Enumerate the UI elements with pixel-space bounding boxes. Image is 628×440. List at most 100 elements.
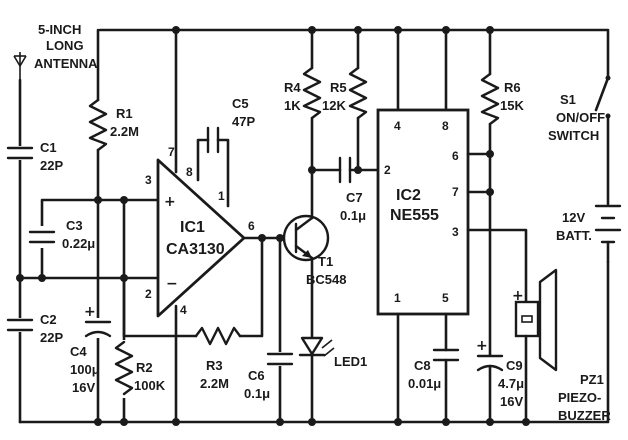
capacitor-c1: C1 22P — [6, 140, 63, 173]
c3-value: 0.22μ — [62, 236, 95, 251]
ic1-opamp: + − IC1 CA3130 3 2 7 8 1 4 6 — [145, 145, 255, 318]
top-positive-rail — [98, 28, 610, 80]
antenna-label-line2: LONG — [46, 38, 84, 53]
r5-ref: R5 — [330, 80, 347, 95]
c1-value: 22P — [40, 158, 63, 173]
r2-ref: R2 — [136, 360, 153, 375]
resistor-r3 — [194, 326, 242, 346]
r3-value: 2.2M — [200, 376, 229, 391]
resistor-r2 — [114, 340, 134, 396]
ic1-pin4: 4 — [180, 303, 187, 317]
wire-c5-left — [196, 138, 210, 182]
c7-ref: C7 — [346, 190, 363, 205]
resistor-r4 — [302, 66, 322, 120]
ic1-pin7: 7 — [168, 145, 175, 159]
capacitor-c3: C3 0.22μ — [28, 218, 95, 251]
resistor-r5 — [348, 66, 368, 120]
ic2-pin5: 5 — [442, 291, 449, 305]
r2-value: 100K — [134, 378, 166, 393]
pz1-ref: PZ1 — [580, 372, 604, 387]
r4-ref: R4 — [284, 80, 301, 95]
battery-voltage: 12V — [562, 210, 585, 225]
svg-text:+: + — [84, 304, 96, 320]
switch-s1: S1 ON/OFF SWITCH — [548, 75, 611, 206]
antenna-label-line1: 5-INCH — [38, 22, 81, 37]
ic1-ref: IC1 — [180, 219, 205, 236]
r4-value: 1K — [284, 98, 301, 113]
c4-rating: 16V — [72, 380, 95, 395]
ic1-pin1: 1 — [218, 189, 225, 203]
ic1-pin2: 2 — [145, 287, 152, 301]
c5-ref: C5 — [232, 96, 249, 111]
capacitor-c9: + C9 4.7μ 16V — [476, 338, 524, 409]
c8-value: 0.01μ — [408, 376, 441, 391]
ic1-minus-sign: − — [166, 276, 178, 292]
wire-c3-top — [40, 198, 100, 228]
ic1-pin3: 3 — [145, 173, 152, 187]
c3-ref: C3 — [66, 218, 83, 233]
r3-ref: R3 — [206, 358, 223, 373]
ic1-pin8: 8 — [186, 165, 193, 179]
ic2-pin7: 7 — [452, 185, 459, 199]
ic2-pin8: 8 — [442, 119, 449, 133]
s1-line2: SWITCH — [548, 128, 599, 143]
antenna: 5-INCH LONG ANTENNA — [13, 22, 98, 80]
c9-value: 4.7μ — [498, 376, 524, 391]
ic2-pin6: 6 — [452, 149, 459, 163]
svg-text:+: + — [476, 338, 488, 354]
capacitor-c6: C6 0.1μ — [244, 352, 294, 401]
transistor-t1: T1 BC548 — [282, 214, 346, 287]
led1-ref: LED1 — [334, 354, 367, 369]
ic2-pin2: 2 — [384, 163, 391, 177]
r6-value: 15K — [500, 98, 524, 113]
ic1-pin6: 6 — [248, 219, 255, 233]
c6-value: 0.1μ — [244, 386, 270, 401]
wire-c5-right — [216, 138, 230, 208]
t1-part: BC548 — [306, 272, 346, 287]
pz1-plus-sign: + — [512, 288, 524, 304]
pz1-line2: BUZZER — [558, 408, 611, 423]
led-led1: LED1 — [298, 336, 367, 369]
c9-rating: 16V — [500, 394, 523, 409]
battery: 12V BATT. — [556, 204, 622, 264]
c9-ref: C9 — [506, 358, 523, 373]
pz1-line1: PIEZO- — [558, 390, 601, 405]
s1-ref: S1 — [560, 92, 576, 107]
c1-ref: C1 — [40, 140, 57, 155]
resistor-r6 — [480, 72, 500, 126]
piezo-buzzer-pz1: + PZ1 PIEZO- BUZZER — [512, 268, 611, 423]
c8-ref: C8 — [414, 358, 431, 373]
r6-ref: R6 — [504, 80, 521, 95]
wire-r3-feedback — [122, 276, 198, 338]
ic1-part: CA3130 — [166, 241, 225, 258]
c4-ref: C4 — [70, 344, 87, 359]
c7-value: 0.1μ — [340, 208, 366, 223]
wire-r3-right — [238, 236, 264, 338]
ic2-ref: IC2 — [396, 187, 421, 204]
r1-ref: R1 — [116, 106, 133, 121]
ic2-pin4: 4 — [394, 119, 401, 133]
s1-line1: ON/OFF — [556, 110, 605, 125]
ic1-plus-sign: + — [164, 194, 176, 210]
battery-label: BATT. — [556, 228, 592, 243]
capacitor-c4: + C4 100μ 16V — [70, 304, 112, 395]
ic2-ne555: IC2 NE555 4 8 6 2 7 3 1 5 — [376, 108, 470, 316]
c2-ref: C2 — [40, 312, 57, 327]
capacitor-c8: C8 0.01μ — [408, 348, 460, 391]
supply-rails — [18, 28, 610, 424]
resistor-r1 — [88, 98, 108, 152]
c6-ref: C6 — [248, 368, 265, 383]
wire-ic2-pin3-to-buzzer — [466, 228, 528, 304]
ic2-pin3: 3 — [452, 225, 459, 239]
r1-value: 2.2M — [110, 124, 139, 139]
antenna-label-line3: ANTENNA — [34, 56, 98, 71]
r5-value: 12K — [322, 98, 346, 113]
t1-ref: T1 — [318, 254, 333, 269]
junctions — [16, 26, 530, 426]
ic2-pin1: 1 — [394, 291, 401, 305]
c2-value: 22P — [40, 330, 63, 345]
bottom-ground-rail — [18, 260, 610, 424]
c5-value: 47P — [232, 114, 255, 129]
ic2-part: NE555 — [390, 207, 439, 224]
capacitor-c2: C2 22P — [6, 312, 63, 345]
